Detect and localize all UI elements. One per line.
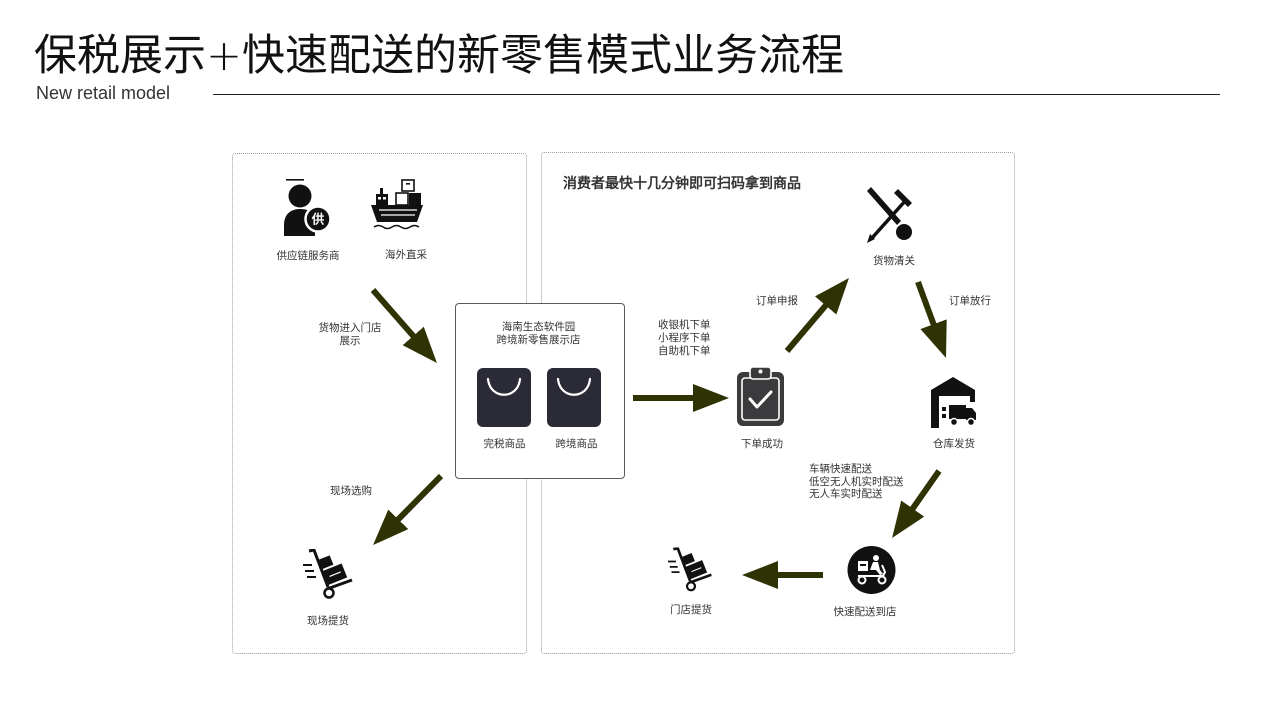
delivery-mode: 低空无人机实时配送 bbox=[809, 475, 904, 488]
goods-into-store-line: 展示 bbox=[339, 335, 361, 347]
showroom-name: 海南生态软件园 跨境新零售展示店 bbox=[497, 321, 581, 347]
product-label-cross-border: 跨境商品 bbox=[555, 437, 598, 450]
onsite-pickup-label: 现场提货 bbox=[307, 615, 349, 627]
delivery-mode: 无人车实时配送 bbox=[809, 488, 883, 500]
showroom-name-line: 海南生态软件园 bbox=[501, 320, 576, 333]
order-declaration-label: 订单申报 bbox=[756, 295, 798, 307]
supplier-label: 供应链服务商 bbox=[276, 250, 340, 262]
showroom-name-line: 跨境新零售展示店 bbox=[496, 333, 581, 346]
warehouse-truck-icon bbox=[931, 377, 976, 428]
supplier-badge-char: 供 bbox=[311, 212, 325, 227]
product-label-duty-paid: 完税商品 bbox=[483, 437, 526, 450]
order-placed-label: 下单成功 bbox=[741, 438, 783, 450]
slide-title: 保税展示+快速配送的新零售模式业务流程 bbox=[34, 31, 845, 81]
hand-truck-icon bbox=[303, 549, 354, 599]
customs-clearance-label: 货物清关 bbox=[873, 255, 915, 267]
warehouse-dispatch-label: 仓库发货 bbox=[933, 438, 975, 450]
order-channel: 自助机下单 bbox=[658, 345, 711, 357]
order-channels-label: 收银机下单 小程序下单 自助机下单 bbox=[658, 319, 711, 358]
store-pickup-label: 门店提货 bbox=[670, 604, 712, 616]
order-channel: 小程序下单 bbox=[658, 332, 711, 344]
goods-into-store-line: 货物进入门店 bbox=[318, 322, 382, 334]
express-zone-heading: 消费者最快十几分钟即可扫码拿到商品 bbox=[563, 176, 801, 192]
header-divider bbox=[213, 94, 1220, 95]
cargo-ship-icon bbox=[371, 179, 423, 230]
supplier-person-icon: 供 bbox=[284, 179, 332, 236]
shopping-bag-icon bbox=[476, 367, 531, 427]
delivery-mode: 车辆快速配送 bbox=[809, 463, 872, 475]
customs-tools-icon bbox=[867, 187, 912, 243]
delivery-modes-label: 车辆快速配送 低空无人机实时配送 无人车实时配送 bbox=[809, 463, 904, 501]
showroom-box: 海南生态软件园 跨境新零售展示店 完税商品 跨境商品 bbox=[455, 303, 625, 479]
goods-into-store-label: 货物进入门店 展示 bbox=[319, 322, 382, 348]
shopping-bag-icon bbox=[546, 367, 601, 427]
onsite-purchase-label: 现场选购 bbox=[330, 485, 372, 497]
delivery-scooter-icon bbox=[847, 546, 896, 594]
hand-truck-icon bbox=[668, 547, 713, 592]
overseas-sourcing-label: 海外直采 bbox=[385, 249, 427, 261]
delivered-to-store-label: 快速配送到店 bbox=[833, 606, 897, 618]
slide-subtitle: New retail model bbox=[36, 83, 171, 103]
clipboard-check-icon bbox=[737, 366, 784, 426]
order-channel: 收银机下单 bbox=[658, 319, 711, 331]
order-release-label: 订单放行 bbox=[949, 295, 991, 307]
